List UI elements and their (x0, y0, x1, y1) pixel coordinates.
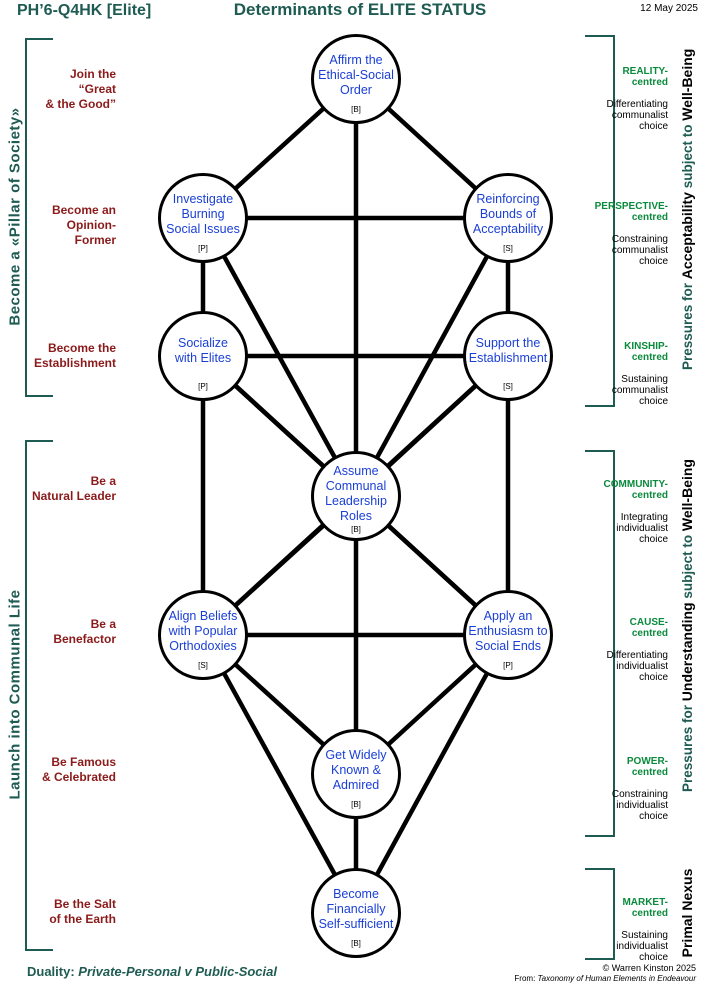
node-affirm-ethical-social-order: Affirm the Ethical-Social Order [B] (311, 34, 401, 124)
bracket-keyword: Understanding (679, 602, 695, 702)
bracket-suffix: subject to (680, 124, 695, 189)
node-tag: [P] (503, 661, 513, 670)
node-tag: [B] (351, 525, 361, 534)
node-label: Align Beliefs with Popular Orthodoxies (168, 609, 238, 653)
right-row-desc: Constraining communalist choice (611, 234, 668, 267)
right-row-key: KINSHIP- centred (624, 341, 668, 363)
diagram-title: Determinants of ELITE STATUS (233, 0, 487, 19)
right-row-label: COMMUNITY- centred Integrating individua… (588, 468, 668, 545)
node-label: Get Widely Known & Admired (325, 748, 387, 792)
left-row-label: Be Famous & Celebrated (41, 755, 116, 784)
right-row-key: REALITY- centred (622, 66, 668, 88)
right-row-desc: Differentiating communalist choice (606, 99, 668, 132)
right-row-key: COMMUNITY- centred (603, 479, 668, 501)
bracket-keyword: Primal Nexus (679, 868, 695, 958)
node-tag: [B] (351, 939, 361, 948)
node-label: Apply an Enthusiasm to Social Ends (468, 609, 548, 653)
edge-n7-n10 (201, 633, 358, 915)
bracket-keyword: Well-Being (679, 48, 695, 121)
duality-label: Duality: (27, 964, 79, 979)
source-citation: From: Taxonomy of Human Elements in Ende… (514, 974, 696, 983)
left-bracket-communal (25, 440, 53, 951)
node-tag: [B] (351, 105, 361, 114)
left-row-label: Be a Benefactor (53, 617, 116, 646)
source-prefix: From: (514, 974, 538, 983)
left-row-label: Become an Opinion-Former (51, 203, 116, 247)
right-row-key: CAUSE- centred (629, 617, 668, 639)
node-label: Reinforcing Bounds of Acceptability (472, 192, 544, 236)
edge-n8-n10 (354, 633, 510, 915)
bracket-suffix: subject to (680, 534, 695, 599)
left-row-label: Be a Natural Leader (31, 474, 116, 503)
right-row-label: PERSPECTIVE- centred Constraining commun… (588, 190, 668, 267)
bracket-keyword: Well-Being (679, 459, 695, 532)
left-bracket-pillar (25, 38, 53, 397)
source-title: Taxonomy of Human Elements in Endeavour (537, 974, 696, 983)
diagram-code: PH’6-Q4HK [Elite] (17, 2, 152, 19)
node-tag: [S] (198, 661, 208, 670)
right-row-label: REALITY- centred Differentiating communa… (588, 55, 668, 132)
right-row-label: KINSHIP- centred Sustaining communalist … (588, 330, 668, 407)
right-bracket-primal-nexus-label: Primal Nexus (679, 853, 695, 973)
node-support-establishment: Support the Establishment [S] (463, 311, 553, 401)
right-row-label: MARKET- centred Sustaining individualist… (588, 886, 668, 963)
left-row-label: Join the “Great & the Good” (45, 67, 116, 111)
right-bracket-primal-nexus (585, 868, 615, 960)
node-tag: [S] (503, 244, 513, 253)
duality-caption: Duality: Private-Personal v Public-Socia… (27, 964, 277, 979)
right-row-label: CAUSE- centred Differentiating individua… (588, 606, 668, 683)
node-apply-enthusiasm: Apply an Enthusiasm to Social Ends [P] (463, 590, 553, 680)
node-tag: [P] (198, 244, 208, 253)
right-bracket-understanding-label: Pressures for Understanding subject to W… (679, 459, 695, 792)
node-label: Support the Establishment (468, 336, 548, 365)
right-row-desc: Differentiating individualist choice (606, 650, 668, 683)
right-row-desc: Constraining individualist choice (611, 789, 668, 822)
right-bracket-acceptability-label: Pressures for Acceptability subject to W… (679, 49, 695, 370)
right-row-desc: Sustaining individualist choice (616, 930, 668, 963)
left-row-label: Become the Establishment (33, 341, 116, 370)
node-label: Become Financially Self-sufficient (318, 887, 394, 931)
node-label: Affirm the Ethical-Social Order (318, 53, 394, 97)
copyright: © Warren Kinston 2025 (602, 963, 696, 973)
node-label: Assume Communal Leadership Roles (325, 464, 387, 523)
right-row-desc: Sustaining communalist choice (611, 374, 668, 407)
node-align-beliefs: Align Beliefs with Popular Orthodoxies [… (158, 590, 248, 680)
duality-value: Private-Personal v Public-Social (78, 964, 277, 979)
right-row-desc: Integrating individualist choice (616, 512, 668, 545)
right-row-key: PERSPECTIVE- centred (594, 201, 668, 223)
bracket-prefix: Pressures for (680, 282, 695, 370)
node-communal-leadership: Assume Communal Leadership Roles [B] (311, 451, 401, 541)
bracket-keyword: Acceptability (679, 192, 695, 280)
node-tag: [S] (503, 382, 513, 391)
left-row-label: Be the Salt of the Earth (49, 897, 116, 926)
right-bracket-understanding (585, 450, 615, 837)
node-financially-self-sufficient: Become Financially Self-sufficient [B] (311, 868, 401, 958)
right-row-key: POWER- centred (626, 756, 668, 778)
node-tag: [P] (198, 382, 208, 391)
bracket-prefix: Pressures for (680, 704, 695, 792)
node-tag: [B] (351, 800, 361, 809)
node-socialize-elites: Socialize with Elites [P] (158, 311, 248, 401)
node-label: Socialize with Elites (174, 336, 232, 365)
node-widely-known: Get Widely Known & Admired [B] (311, 729, 401, 819)
node-reinforcing-acceptability: Reinforcing Bounds of Acceptability [S] (463, 173, 553, 263)
right-row-label: POWER- centred Constraining individualis… (588, 745, 668, 822)
right-bracket-acceptability (585, 35, 615, 407)
diagram-date: 12 May 2025 (640, 3, 698, 14)
right-row-key: MARKET- centred (622, 897, 668, 919)
node-label: Investigate Burning Social Issues (166, 192, 240, 236)
node-investigate-social-issues: Investigate Burning Social Issues [P] (158, 173, 248, 263)
